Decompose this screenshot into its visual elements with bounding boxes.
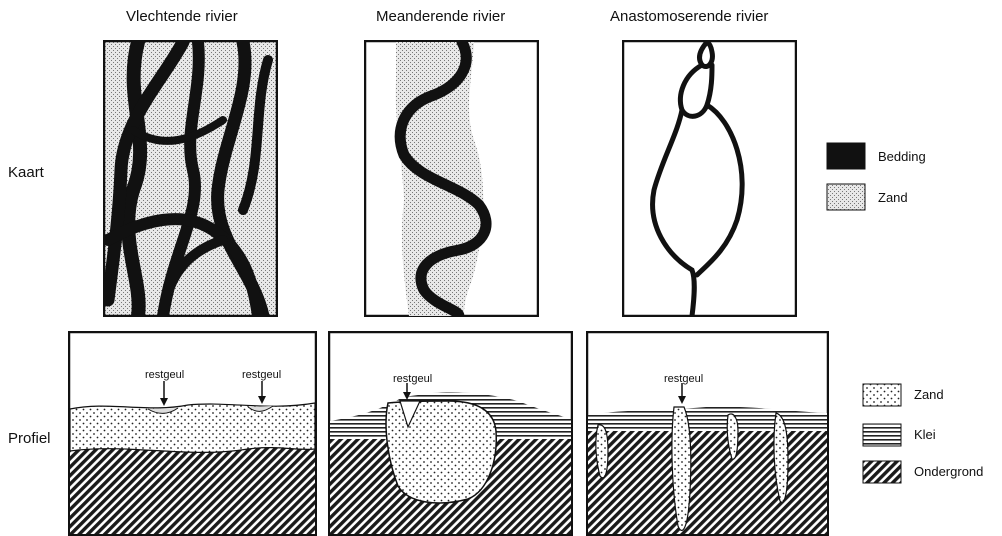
legend-label-sand-profile: Zand bbox=[914, 387, 944, 402]
legend-swatch-subsoil bbox=[862, 460, 902, 484]
column-title-meander: Meanderende rivier bbox=[376, 8, 505, 25]
annotation-residual-channel-4: restgeul bbox=[664, 373, 703, 385]
legend-swatch-bed bbox=[826, 142, 866, 170]
map-braided-river bbox=[103, 40, 278, 317]
legend-label-subsoil: Ondergrond bbox=[914, 464, 983, 479]
profile-braided-river bbox=[68, 331, 317, 536]
profile-anastomosing-river bbox=[586, 331, 829, 536]
column-title-braided: Vlechtende rivier bbox=[126, 8, 238, 25]
legend-swatch-clay bbox=[862, 423, 902, 447]
annotation-residual-channel-3: restgeul bbox=[393, 373, 432, 385]
legend-label-clay: Klei bbox=[914, 427, 936, 442]
legend-swatch-sand-profile bbox=[862, 383, 902, 407]
row-label-profile: Profiel bbox=[8, 430, 51, 447]
column-title-anastomose: Anastomoserende rivier bbox=[610, 8, 768, 25]
annotation-residual-channel-2: restgeul bbox=[242, 369, 281, 381]
legend-swatch-sand-map bbox=[826, 183, 866, 211]
row-label-map: Kaart bbox=[8, 164, 44, 181]
annotation-residual-channel-1: restgeul bbox=[145, 369, 184, 381]
legend-label-bed: Bedding bbox=[878, 149, 926, 164]
map-meandering-river bbox=[364, 40, 539, 317]
map-anastomosing-river bbox=[622, 40, 797, 317]
legend-label-sand-map: Zand bbox=[878, 190, 908, 205]
profile-meandering-river bbox=[328, 331, 573, 536]
